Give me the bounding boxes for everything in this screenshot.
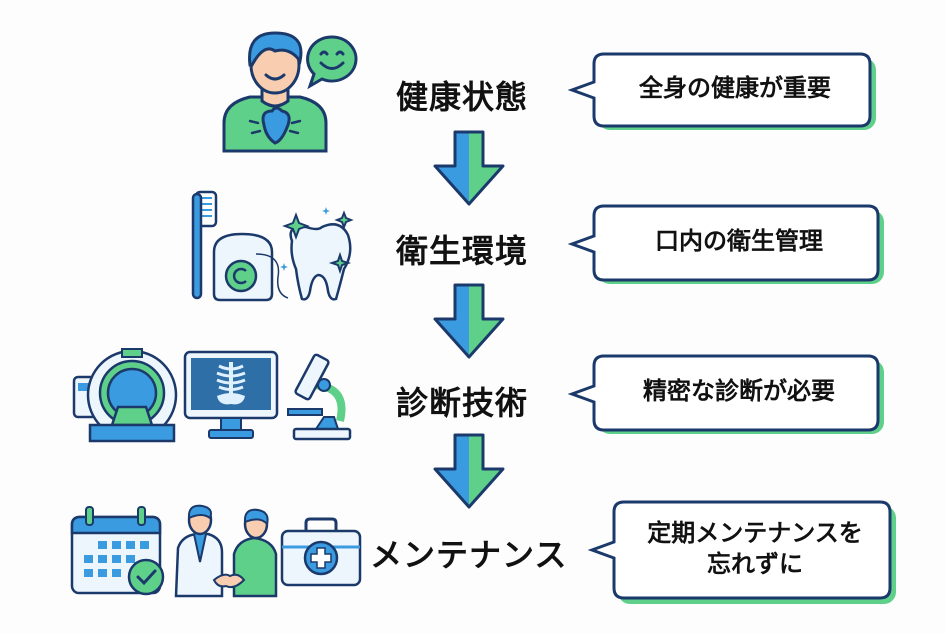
step-label-diagnosis: 診断技術 [396,384,529,422]
smiley-speech-bubble-icon [304,34,360,90]
down-arrow-icon [432,283,506,361]
doctor-patient-handshake-icon [172,502,282,598]
note-bubble-maintenance: 定期メンテナンスを 忘れずに [587,500,900,606]
note-text-hygiene: 口内の衛生管理 [655,227,823,256]
toothbrush-icon [190,190,220,300]
step-label-health: 健康状態 [396,78,529,116]
down-arrow-icon [432,433,506,511]
note-bubble-hygiene: 口内の衛生管理 [567,204,888,286]
ct-scanner-icon [72,345,180,445]
note-text-health: 全身の健康が重要 [639,74,831,103]
sparkling-tooth-icon [278,205,363,303]
xray-monitor-icon [183,350,279,442]
step-label-hygiene: 衛生環境 [396,232,529,270]
step-label-maintenance: メンテナンス [370,536,568,574]
microscope-icon [286,345,354,443]
person-heart-icon [220,25,330,153]
note-bubble-diagnosis: 精密な診断が必要 [567,354,888,436]
note-text-maintenance: 定期メンテナンスを 忘れずに [647,518,863,578]
down-arrow-icon [432,130,506,208]
medical-kit-icon [280,517,362,587]
calendar-check-icon [70,505,170,597]
dental-floss-icon [212,232,292,302]
note-text-diagnosis: 精密な診断が必要 [643,377,835,406]
note-bubble-health: 全身の健康が重要 [567,52,880,132]
